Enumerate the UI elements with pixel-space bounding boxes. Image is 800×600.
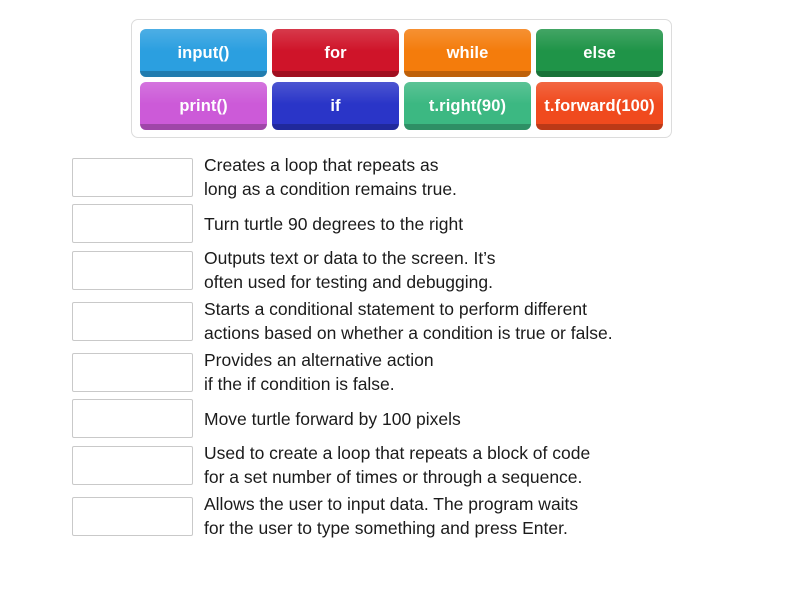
match-description: Used to create a loop that repeats a blo… [204, 443, 591, 487]
tile-label: for [324, 43, 347, 62]
match-row: Turn turtle 90 degrees to the right [72, 204, 772, 243]
drop-zone[interactable] [72, 445, 193, 485]
draggable-tile-t-forward[interactable]: t.forward(100) [536, 82, 663, 130]
draggable-tile-print[interactable]: print() [140, 82, 267, 130]
drop-zone[interactable] [72, 250, 193, 290]
tile-row-1: input() for while else [140, 29, 663, 77]
draggable-tile-input[interactable]: input() [140, 29, 267, 77]
match-row: Starts a conditional statement to perfor… [72, 297, 772, 345]
tile-tray: input() for while else print() if t.righ… [131, 19, 672, 138]
match-description: Move turtle forward by 100 pixels [204, 408, 461, 429]
tile-row-2: print() if t.right(90) t.forward(100) [140, 82, 663, 130]
match-description: Creates a loop that repeats as long as a… [204, 155, 457, 199]
match-row: Used to create a loop that repeats a blo… [72, 441, 772, 489]
tile-label: else [583, 43, 616, 62]
tile-label: t.forward(100) [544, 96, 655, 115]
tile-label: print() [179, 96, 228, 115]
match-row: Outputs text or data to the screen. It’s… [72, 246, 772, 294]
drop-zone[interactable] [72, 157, 193, 197]
draggable-tile-while[interactable]: while [404, 29, 531, 77]
match-description: Turn turtle 90 degrees to the right [204, 213, 464, 234]
draggable-tile-for[interactable]: for [272, 29, 399, 77]
drop-zone[interactable] [72, 399, 193, 438]
drop-zone[interactable] [72, 204, 193, 243]
drop-zone[interactable] [72, 352, 193, 392]
drop-zone[interactable] [72, 301, 193, 341]
match-description: Starts a conditional statement to perfor… [204, 299, 613, 343]
drop-zone[interactable] [72, 496, 193, 536]
tile-label: input() [177, 43, 230, 62]
tile-label: while [446, 43, 489, 62]
match-list: Creates a loop that repeats as long as a… [72, 153, 772, 543]
draggable-tile-t-right[interactable]: t.right(90) [404, 82, 531, 130]
match-row: Creates a loop that repeats as long as a… [72, 153, 772, 201]
match-row: Move turtle forward by 100 pixels [72, 399, 772, 438]
match-description: Allows the user to input data. The progr… [204, 494, 579, 538]
tile-label: t.right(90) [428, 96, 507, 115]
tile-label: if [330, 96, 341, 115]
match-description: Provides an alternative action if the if… [204, 350, 434, 394]
draggable-tile-else[interactable]: else [536, 29, 663, 77]
match-description: Outputs text or data to the screen. It’s… [204, 248, 496, 292]
match-row: Provides an alternative action if the if… [72, 348, 772, 396]
match-row: Allows the user to input data. The progr… [72, 492, 772, 540]
draggable-tile-if[interactable]: if [272, 82, 399, 130]
